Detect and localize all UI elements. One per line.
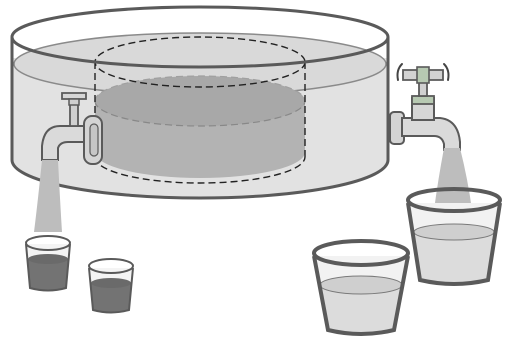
right-faucet-valve-band <box>411 95 435 105</box>
left-water-stream <box>34 160 62 232</box>
left-cup-1 <box>25 235 71 292</box>
left-cup-1-liquid <box>28 259 68 291</box>
right-glass-small-liquid <box>320 285 402 334</box>
inner-surface-back-edge <box>94 75 306 102</box>
tank-walls <box>10 5 390 200</box>
inner-surface-front-edge <box>94 100 306 127</box>
right-faucet[interactable] <box>389 63 461 151</box>
right-glass-small <box>312 239 410 336</box>
tank <box>10 5 390 200</box>
left-cup-2 <box>88 258 134 314</box>
left-faucet-handle-icon[interactable] <box>61 92 87 100</box>
left-faucet[interactable] <box>41 92 103 165</box>
right-faucet-spout-icon <box>401 117 461 151</box>
left-faucet-stem <box>69 103 79 127</box>
right-glass-large-liquid <box>414 232 494 284</box>
right-water-stream <box>434 148 472 210</box>
left-cup-2-liquid <box>91 283 131 313</box>
right-glass-large <box>406 187 502 286</box>
rotation-marks-icon <box>396 63 450 81</box>
inner-water-surface <box>95 76 305 126</box>
